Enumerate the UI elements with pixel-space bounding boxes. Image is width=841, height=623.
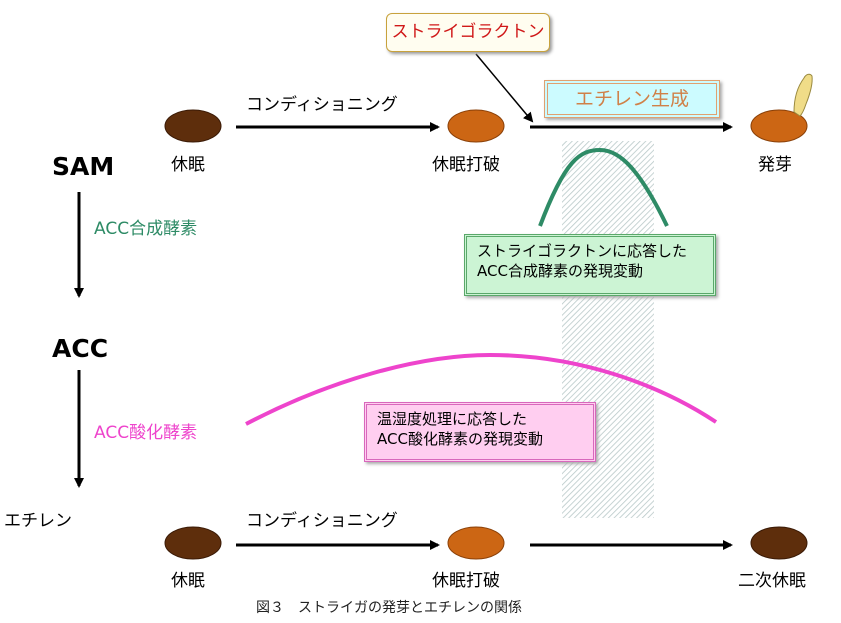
ethylene-production-box: エチレン生成	[544, 80, 720, 118]
top-stage-broken: 休眠打破	[432, 155, 500, 175]
sprout	[793, 73, 813, 117]
acc-label: ACC	[52, 334, 109, 363]
strigolactone-label: ストライゴラクトン	[391, 22, 545, 42]
seed-dormant-top	[164, 109, 222, 143]
bottom-stage-secondary-dormant: 二次休眠	[738, 571, 806, 591]
seed-broken-bottom	[447, 526, 505, 560]
acc-oxidase-response-box: 温湿度処理に応答した ACC酸化酵素の発現変動	[364, 402, 596, 462]
seed-broken-top	[447, 109, 505, 143]
top-stage-germination: 発芽	[758, 155, 792, 175]
acc-oxidase-label: ACC酸化酵素	[94, 423, 198, 443]
seed-dormant-bottom	[164, 526, 222, 560]
arrow-strigolactone	[475, 53, 534, 123]
seed-secondary-dormant	[750, 526, 808, 560]
figure-caption: 図３ ストライガの発芽とエチレンの関係	[256, 600, 522, 616]
ethylene-production-label: エチレン生成	[574, 88, 689, 110]
strigolactone-box: ストライゴラクトン	[386, 13, 550, 52]
curve-acc-synthase	[538, 147, 669, 227]
acc-synthase-response-box: ストライゴラクトンに応答した ACC合成酵素の発現変動	[464, 234, 716, 296]
acc-synthase-response-line2: ACC合成酵素の発現変動	[477, 262, 643, 280]
ethylene-label: エチレン	[4, 511, 72, 531]
acc-oxidase-response-line1: 温湿度処理に応答した	[377, 410, 528, 428]
top-conditioning-label: コンディショニング	[246, 95, 398, 115]
acc-oxidase-response-line2: ACC酸化酵素の発現変動	[377, 430, 543, 448]
bottom-stage-dormant: 休眠	[171, 571, 205, 591]
curve-acc-oxidase	[245, 352, 718, 426]
top-stage-dormant: 休眠	[171, 155, 205, 175]
acc-synthase-label: ACC合成酵素	[94, 219, 198, 239]
sam-label: SAM	[52, 152, 115, 181]
bottom-stage-broken: 休眠打破	[432, 571, 500, 591]
bottom-conditioning-label: コンディショニング	[246, 511, 398, 531]
seed-germinated	[750, 109, 808, 143]
acc-synthase-response-line1: ストライゴラクトンに応答した	[477, 242, 688, 260]
